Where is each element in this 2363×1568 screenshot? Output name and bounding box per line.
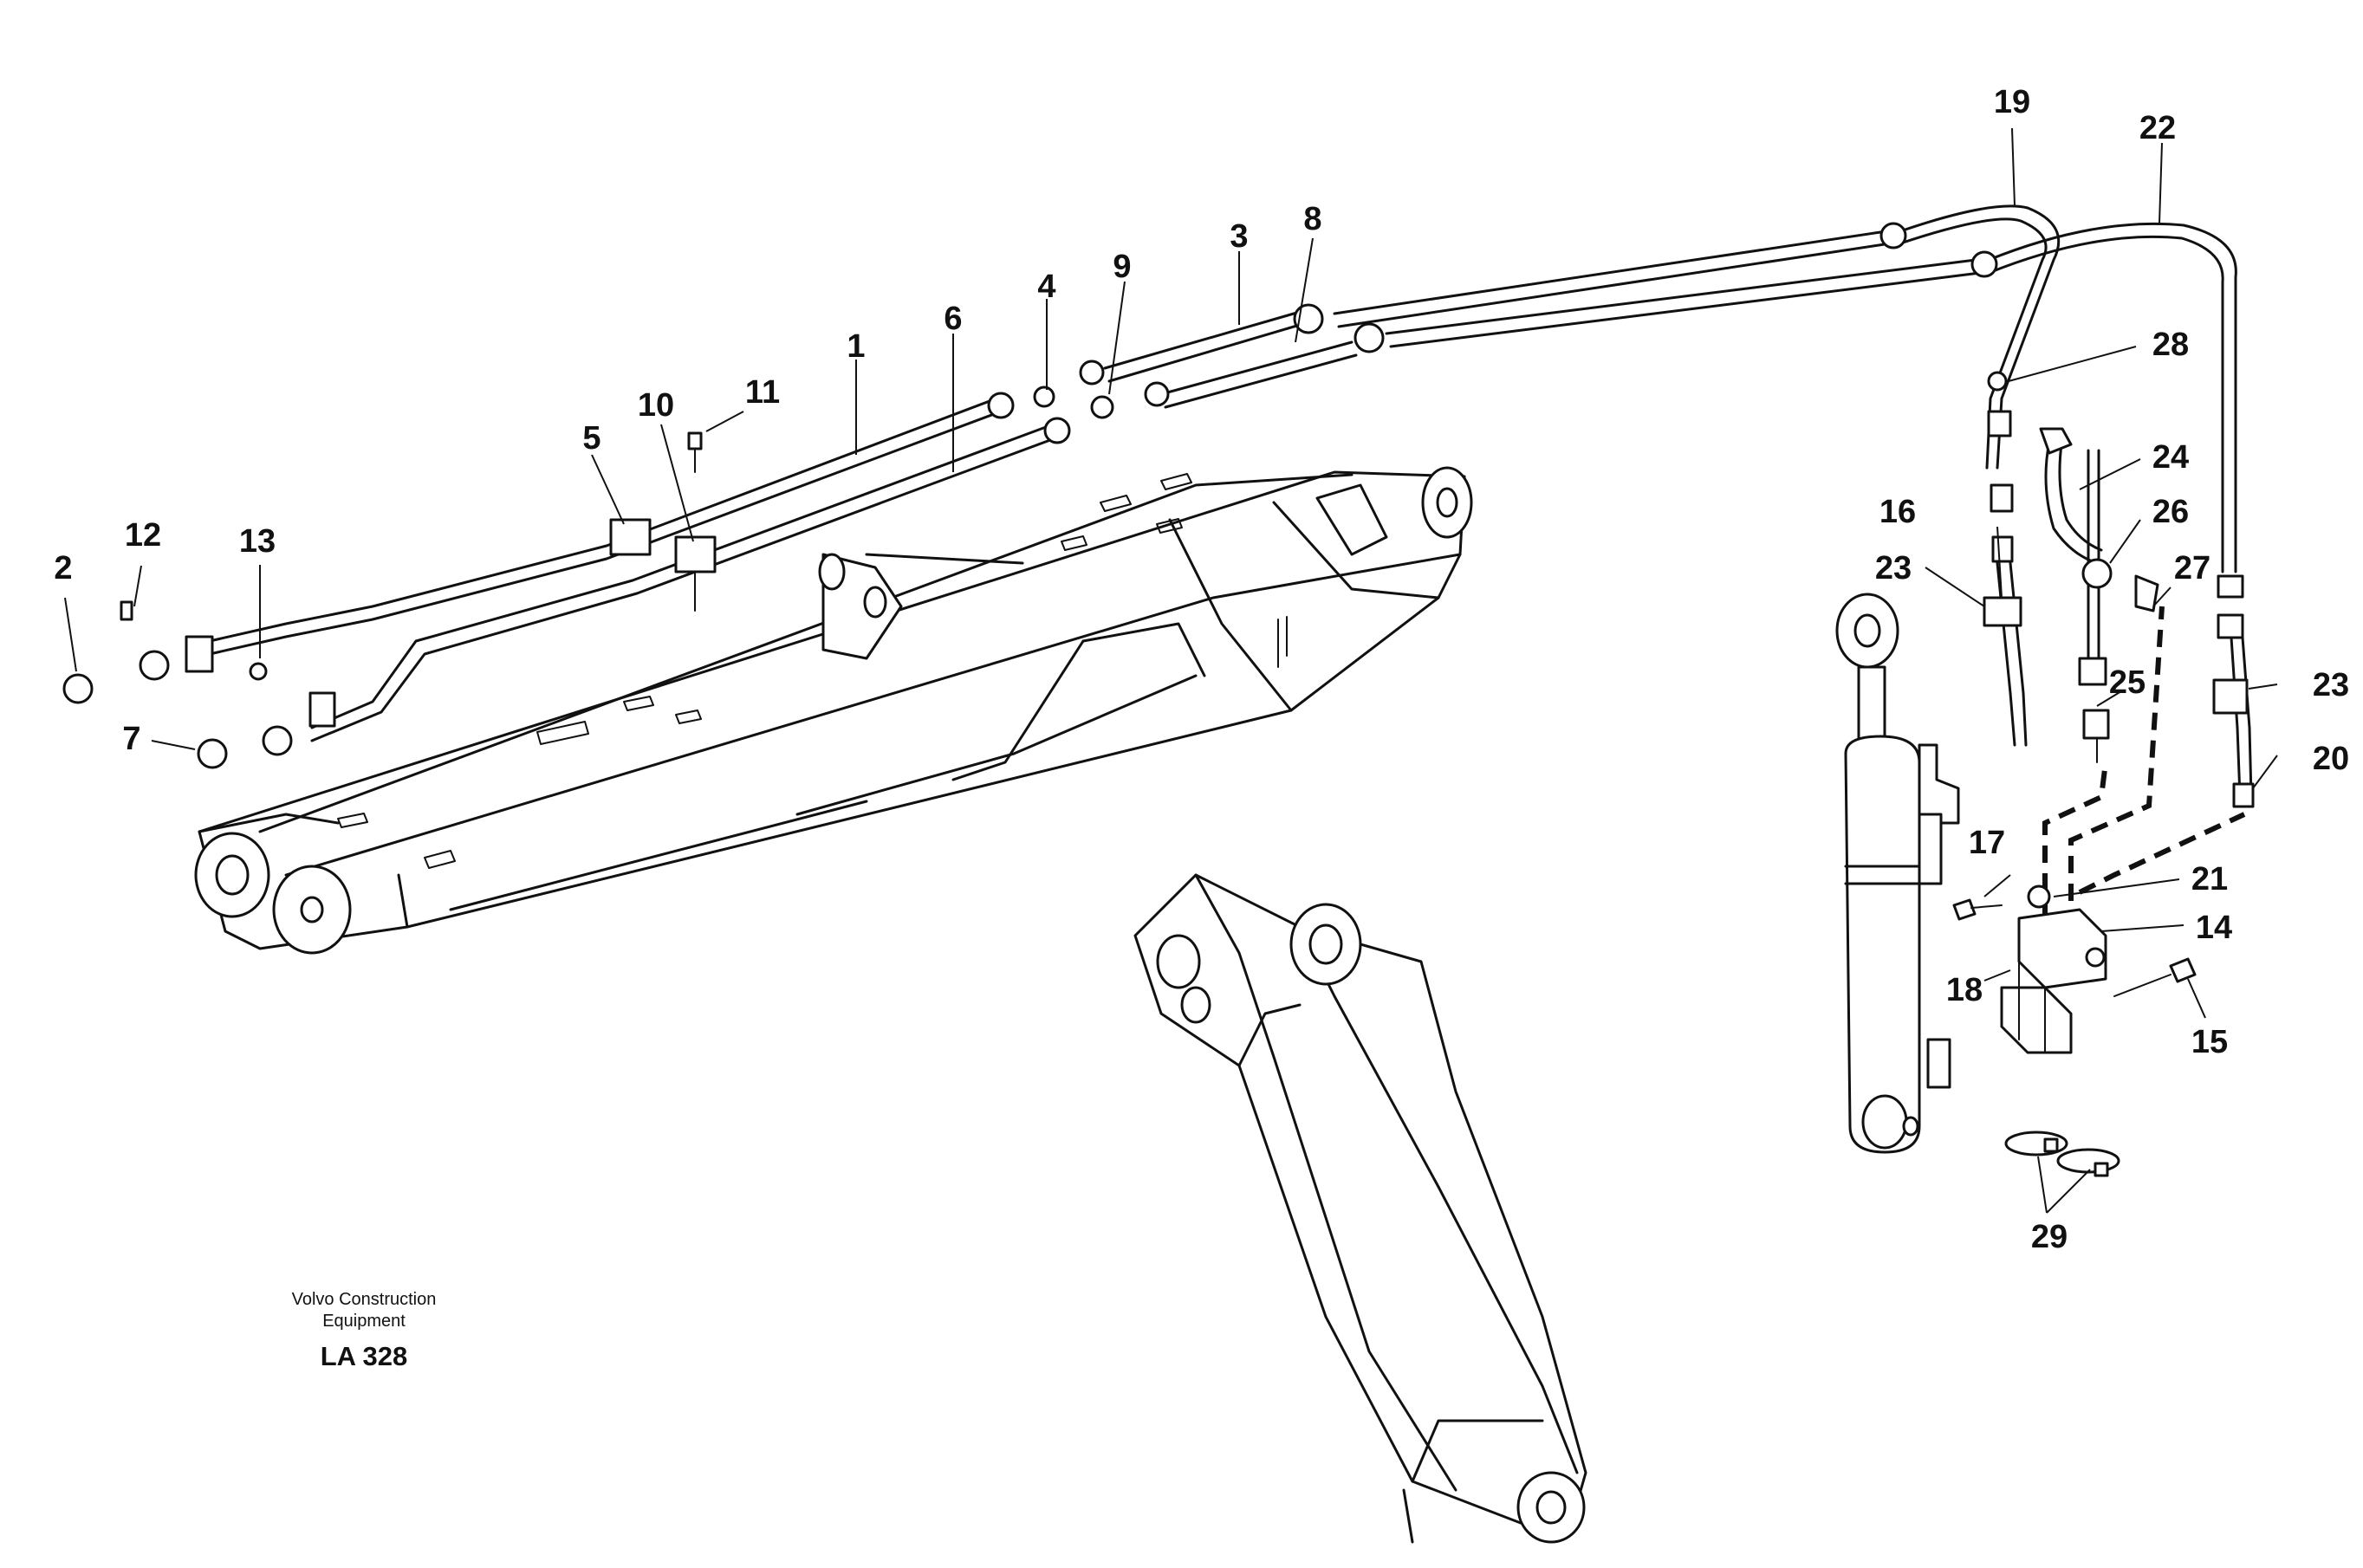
callout-5: 5 xyxy=(582,420,600,457)
callout-15: 15 xyxy=(2191,1024,2228,1060)
callout-14: 14 xyxy=(2196,910,2232,946)
manufacturer-line-1: Volvo Construction xyxy=(291,1290,437,1309)
callout-17: 17 xyxy=(1969,825,2005,861)
callout-1: 1 xyxy=(847,328,865,365)
callout-26: 26 xyxy=(2152,494,2189,530)
callout-19: 19 xyxy=(1994,84,2030,120)
callout-8: 8 xyxy=(1303,201,1321,237)
callout-25: 25 xyxy=(2109,664,2146,701)
dipper-arm xyxy=(1133,873,1587,1544)
callout-22: 22 xyxy=(2139,110,2176,146)
boom-arm xyxy=(194,466,1473,955)
callout-11: 11 xyxy=(745,374,780,411)
callout-21: 21 xyxy=(2191,861,2228,897)
callout-7: 7 xyxy=(122,721,140,757)
callout-6: 6 xyxy=(944,301,962,337)
callout-12: 12 xyxy=(125,517,161,554)
callout-labels: 1 2 3 4 5 6 7 8 9 10 11 12 13 14 15 16 1… xyxy=(54,84,2349,1255)
callout-28: 28 xyxy=(2152,327,2189,363)
callout-9: 9 xyxy=(1113,249,1131,285)
callout-10: 10 xyxy=(638,387,674,424)
callout-23-left: 23 xyxy=(1875,550,1912,586)
boom-pipe-lines xyxy=(62,230,1982,769)
callout-13: 13 xyxy=(239,523,276,560)
callout-3: 3 xyxy=(1230,218,1248,255)
callout-18: 18 xyxy=(1946,972,1983,1008)
callout-23-right: 23 xyxy=(2313,667,2349,703)
callout-29: 29 xyxy=(2031,1219,2068,1255)
callout-27: 27 xyxy=(2174,550,2210,586)
callout-20: 20 xyxy=(2313,741,2349,777)
manufacturer-line-2: Equipment xyxy=(322,1312,406,1331)
drawing-code: LA 328 xyxy=(320,1341,408,1371)
leader-lines xyxy=(64,127,2278,1214)
hose-assembly xyxy=(1835,204,2255,1177)
manufacturer-caption: Volvo Construction Equipment xyxy=(260,1289,468,1332)
callout-16: 16 xyxy=(1879,494,1916,530)
callout-4: 4 xyxy=(1037,269,1055,305)
callout-24: 24 xyxy=(2152,439,2189,476)
callout-2: 2 xyxy=(54,550,72,586)
